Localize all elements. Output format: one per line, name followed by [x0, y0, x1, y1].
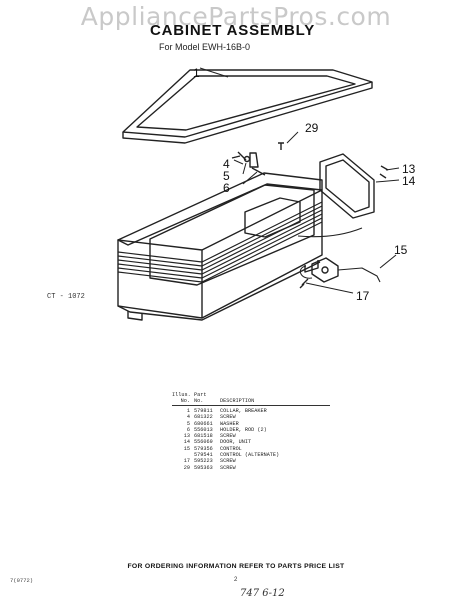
cabinet-body: [117, 172, 323, 321]
bottom-left-code: 7(0772): [10, 577, 34, 584]
page-title: CABINET ASSEMBLY: [150, 22, 316, 39]
screw-17-part: [299, 278, 309, 289]
part-description: COLLAR, BREAKER: [220, 408, 267, 414]
callout-5: 5: [223, 169, 230, 183]
ordering-footer: FOR ORDERING INFORMATION REFER TO PARTS …: [127, 563, 345, 570]
parts-row: 6 556013 HOLDER, ROD (2): [172, 427, 340, 433]
part-description: DOOR, UNIT: [220, 439, 252, 446]
callout-29: 29: [305, 121, 319, 135]
header-description: DESCRIPTION: [220, 398, 255, 404]
callout-14: 14: [402, 174, 416, 188]
parts-row: 14 556069 DOOR, UNIT: [172, 439, 340, 445]
parts-row: 29 595363 SCREW: [172, 465, 340, 471]
watermark: AppliancePartsPros.com: [80, 2, 392, 31]
callout-1: 1: [193, 66, 200, 80]
part-description: CONTROL: [220, 445, 242, 452]
parts-row: 4 681322 SCREW: [172, 414, 340, 420]
parts-row: 1 579811 COLLAR, BREAKER: [172, 408, 340, 414]
part-description: CONTROL (ALTERNATE): [220, 452, 280, 459]
part-no: 680661: [194, 420, 213, 427]
screw-29-part: [278, 142, 284, 150]
header-rule: [172, 405, 330, 406]
screw-13-part: [379, 165, 389, 179]
handwritten-note: 747 6-12: [240, 588, 285, 599]
part-no: 681518: [194, 433, 213, 440]
part-no: 579356: [194, 445, 213, 452]
part-no: 681322: [194, 414, 213, 421]
control-part: [299, 257, 381, 283]
illus-no: 4: [186, 414, 190, 421]
part-description: HOLDER, ROD (2): [220, 426, 267, 433]
page-number: 2: [234, 577, 238, 583]
header-no-2: No.: [194, 398, 204, 404]
parts-row: 15 579356 CONTROL: [172, 446, 340, 452]
header-part: Part: [194, 392, 207, 398]
parts-row: 17 595223 SCREW: [172, 458, 340, 464]
illus-no: 13: [183, 433, 190, 440]
part-description: SCREW: [220, 458, 236, 465]
collar-breaker-part: [122, 69, 373, 144]
illus-no: 15: [183, 445, 190, 452]
callout-13: 13: [402, 162, 416, 176]
part-no: 579541: [194, 452, 213, 459]
cabinet-ribs: [117, 201, 323, 283]
model-subtitle: For Model EWH-16B-0: [159, 42, 251, 52]
part-no: 556069: [194, 439, 213, 446]
part-description: WASHER: [220, 420, 239, 427]
part-description: SCREW: [220, 414, 236, 421]
illus-no: 1: [186, 408, 190, 414]
door-unit-part: [319, 153, 375, 219]
parts-row: 579541 CONTROL (ALTERNATE): [172, 452, 340, 458]
part-no: 595223: [194, 458, 213, 465]
illus-no: 17: [183, 458, 190, 465]
header-no-1: No.: [180, 398, 190, 404]
illus-no: 5: [186, 420, 190, 427]
capillary-wire: [297, 227, 363, 238]
part-description: SCREW: [220, 464, 236, 471]
illus-no: 14: [183, 439, 190, 446]
part-no: 556013: [194, 426, 213, 433]
illus-no: 6: [186, 426, 190, 433]
parts-row: 5 680661 WASHER: [172, 421, 340, 427]
parts-row: 13 681518 SCREW: [172, 433, 340, 439]
header-illus: Illus.: [172, 392, 191, 398]
part-no: 595363: [194, 464, 213, 471]
part-no: 579811: [194, 408, 213, 414]
callout-6: 6: [223, 181, 230, 195]
callout-15: 15: [394, 243, 408, 257]
part-description: SCREW: [220, 433, 236, 440]
side-code: CT - 1072: [47, 293, 85, 301]
rod-holder-parts: [231, 151, 266, 176]
callout-4: 4: [223, 157, 230, 171]
callout-17: 17: [356, 289, 370, 303]
illus-no: 29: [183, 464, 190, 471]
